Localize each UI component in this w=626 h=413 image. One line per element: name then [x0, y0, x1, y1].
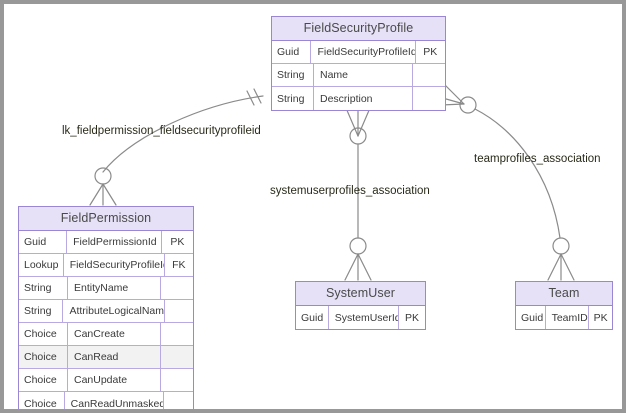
attribute-type: Choice	[19, 346, 68, 368]
entity-title: SystemUser	[296, 282, 425, 306]
relationship-label-systemuser: systemuserprofiles_association	[270, 185, 430, 197]
attribute-name: EntityName	[68, 277, 161, 299]
attribute-type: String	[19, 277, 68, 299]
attribute-type: Guid	[296, 306, 329, 329]
attribute-name: Description	[314, 87, 413, 110]
attribute-key	[161, 346, 193, 368]
cardinality-zero-circle-fsp-team	[459, 96, 477, 114]
attribute-type: Guid	[19, 231, 68, 253]
attribute-type: Lookup	[19, 254, 64, 276]
attribute-name: AttributeLogicalName	[63, 300, 165, 322]
attribute-key	[413, 64, 445, 86]
attribute-type: Guid	[516, 306, 546, 329]
attribute-name: TeamID	[546, 306, 590, 329]
attribute-name: CanRead	[68, 346, 161, 368]
crowsfoot-team-left	[547, 253, 562, 281]
entity-fieldsecurityprofile[interactable]: FieldSecurityProfile Guid FieldSecurityP…	[271, 16, 446, 111]
attribute-name: CanReadUnmasked	[65, 392, 164, 409]
cardinality-zero-circle-team	[552, 237, 570, 255]
attribute-row[interactable]: Choice CanCreate	[19, 323, 193, 346]
attribute-name: Name	[314, 64, 413, 86]
attribute-type: Choice	[19, 369, 68, 391]
attribute-row[interactable]: Guid TeamID PK	[516, 306, 612, 329]
attribute-row[interactable]: Guid FieldPermissionId PK	[19, 231, 193, 254]
entity-team[interactable]: Team Guid TeamID PK	[515, 281, 613, 330]
crowsfoot-su-right	[357, 253, 372, 281]
entity-systemuser[interactable]: SystemUser Guid SystemUserId PK	[295, 281, 426, 330]
attribute-row[interactable]: Choice CanRead	[19, 346, 193, 369]
cardinality-zero-circle-fsp-su	[349, 127, 367, 145]
crowsfoot-fsp-su-right	[357, 107, 371, 137]
attribute-key: PK	[170, 236, 185, 248]
attribute-key	[165, 300, 193, 322]
attribute-name: SystemUserId	[329, 306, 399, 329]
entity-title: Team	[516, 282, 612, 306]
crowsfoot-fp-left	[89, 183, 104, 206]
crowsfoot-su-left	[344, 253, 359, 281]
relationship-label-fieldpermission: lk_fieldpermission_fieldsecurityprofilei…	[62, 125, 261, 137]
attribute-key	[164, 392, 193, 409]
attribute-type: String	[19, 300, 64, 322]
attribute-key: FK	[172, 259, 186, 271]
attribute-row[interactable]: Choice CanReadUnmasked	[19, 392, 193, 409]
attribute-row[interactable]: Lookup FieldSecurityProfileId FK	[19, 254, 193, 277]
connector-team	[474, 108, 561, 239]
entity-title: FieldSecurityProfile	[272, 17, 445, 41]
cardinality-one-tick-a	[246, 90, 255, 106]
entity-fieldpermission[interactable]: FieldPermission Guid FieldPermissionId P…	[18, 206, 194, 409]
attribute-name: FieldSecurityProfileId	[64, 254, 165, 276]
attribute-type: Choice	[19, 392, 65, 409]
attribute-key	[161, 323, 193, 345]
cardinality-zero-circle-su	[349, 237, 367, 255]
attribute-row[interactable]: Guid FieldSecurityProfileId PK	[272, 41, 445, 64]
attribute-name: CanUpdate	[68, 369, 161, 391]
attribute-type: String	[272, 64, 314, 86]
crowsfoot-team-right	[560, 253, 575, 281]
attribute-row[interactable]: String Name	[272, 64, 445, 87]
cardinality-zero-circle-fp	[94, 167, 112, 185]
crowsfoot-fp-right	[102, 183, 117, 206]
attribute-type: Guid	[272, 41, 312, 63]
attribute-row[interactable]: String Description	[272, 87, 445, 110]
cardinality-one-tick-b	[253, 88, 262, 104]
attribute-key: PK	[423, 46, 438, 58]
crowsfoot-fsp-su-left	[345, 107, 359, 137]
relationship-label-team: teamprofiles_association	[474, 153, 601, 165]
attribute-type: Choice	[19, 323, 68, 345]
attribute-key	[161, 369, 193, 391]
attribute-name: CanCreate	[68, 323, 161, 345]
attribute-key: PK	[404, 311, 419, 324]
attribute-key: PK	[593, 311, 608, 324]
attribute-name: FieldPermissionId	[67, 231, 162, 253]
attribute-type: String	[272, 87, 314, 110]
attribute-row[interactable]: String EntityName	[19, 277, 193, 300]
attribute-row[interactable]: Guid SystemUserId PK	[296, 306, 425, 329]
attribute-key	[161, 277, 193, 299]
attribute-row[interactable]: String AttributeLogicalName	[19, 300, 193, 323]
attribute-name: FieldSecurityProfileId	[311, 41, 416, 63]
attribute-key	[413, 87, 445, 110]
entity-title: FieldPermission	[19, 207, 193, 231]
attribute-row[interactable]: Choice CanUpdate	[19, 369, 193, 392]
